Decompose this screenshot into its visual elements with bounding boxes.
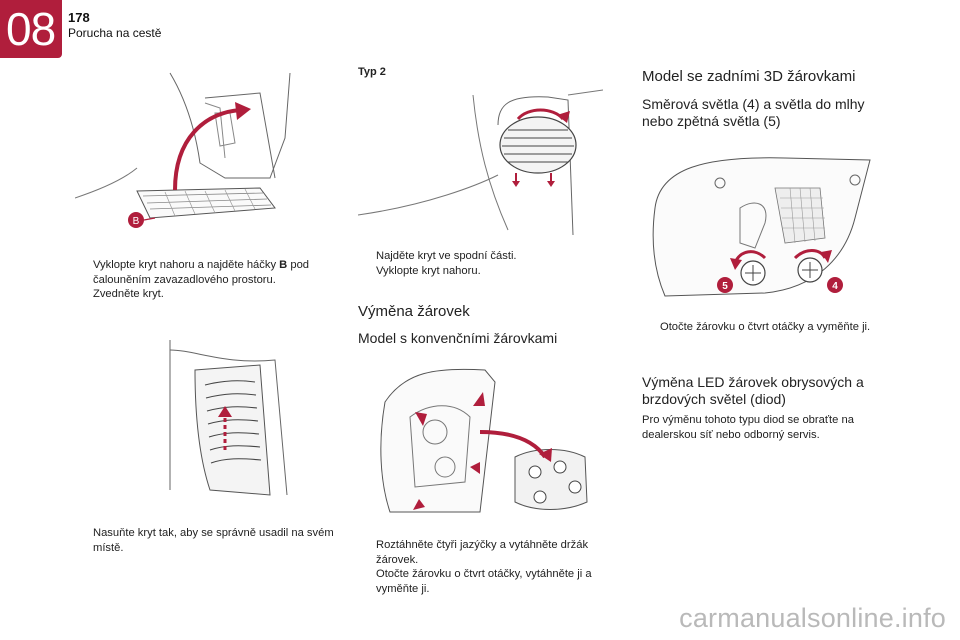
callout-b: B <box>133 216 140 227</box>
list-item: Najděte kryt ve spodní části. <box>376 250 517 262</box>
list-item: Roztáhněte čtyři jazýčky a vytáhněte drž… <box>376 539 589 566</box>
heading-led-replacement: Výměna LED žárovek obrysových a brzdovýc… <box>642 374 864 407</box>
illustration-trunk-cover-lift: B <box>75 68 295 238</box>
illustration-cover-lower-part <box>358 85 603 245</box>
heading-conventional-bulbs: Model s konvenčními žárovkami <box>358 330 558 346</box>
type-label: Typ 2 <box>358 66 386 78</box>
paragraph-led-service: Pro výměnu tohoto typu diod se obraťte n… <box>642 414 854 441</box>
callout-4: 4 <box>832 281 838 292</box>
heading-3d-bulbs: Model se zadními 3D žárovkami <box>642 68 856 85</box>
col2-bullets-bottom: Roztáhněte čtyři jazýčky a vytáhněte drž… <box>358 538 608 596</box>
list-item: Vyklopte kryt nahoru a najděte háčky B p… <box>93 259 310 286</box>
watermark: carmanualsonline.info <box>679 603 946 633</box>
heading-bulb-replacement: Výměna žárovek <box>358 303 470 320</box>
list-item: Zvedněte kryt. <box>93 288 164 300</box>
chapter-number: 08 <box>6 3 56 55</box>
col1-bullets-bottom: Nasuňte kryt tak, aby se správně usadil … <box>75 526 335 555</box>
illustration-bulb-holder-removal <box>375 362 605 527</box>
section-title: Porucha na cestě <box>68 26 162 40</box>
col3-bullets: Otočte žárovku o čtvrt otáčky a vyměňte … <box>642 320 892 335</box>
callout-ref-b: B <box>279 259 288 271</box>
illustration-vent-cover-fit <box>75 340 295 500</box>
callout-5: 5 <box>722 281 728 292</box>
list-item: Nasuňte kryt tak, aby se správně usadil … <box>93 527 334 554</box>
list-item: Otočte žárovku o čtvrt otáčky, vytáhněte… <box>376 568 592 595</box>
heading-indicators-fog: Směrová světla (4) a světla do mlhy nebo… <box>642 96 865 129</box>
chapter-tab: 08 <box>0 0 62 58</box>
illustration-3d-lamp-unit: 5 4 <box>645 148 875 298</box>
col2-bullets-top: Najděte kryt ve spodní části. Vyklopte k… <box>358 249 608 278</box>
col1-bullets-top: Vyklopte kryt nahoru a najděte háčky B p… <box>75 258 335 302</box>
page-number: 178 <box>68 10 90 25</box>
list-item: Vyklopte kryt nahoru. <box>376 264 481 277</box>
list-item: Otočte žárovku o čtvrt otáčky a vyměňte … <box>660 321 871 333</box>
